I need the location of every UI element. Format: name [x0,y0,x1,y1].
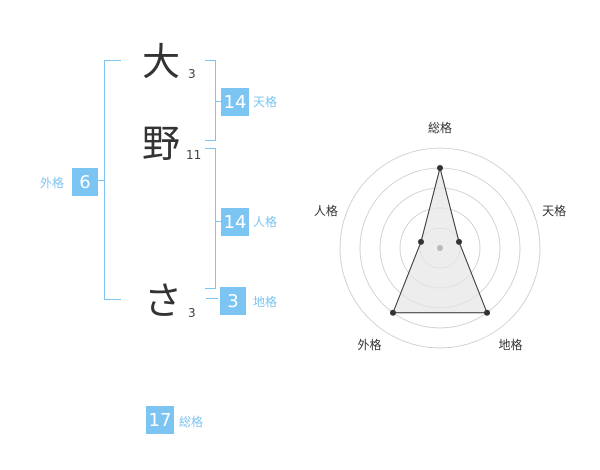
radar-ring [339,147,541,349]
tenkaku-value: 14 [221,88,249,116]
tenkaku-bracket [205,60,216,141]
name-char-1: 大 [142,40,181,84]
chikaku-label: 地格 [253,295,278,309]
radar-point-1 [437,165,443,171]
radar-point-5 [417,238,424,245]
jinkaku-label: 人格 [253,215,278,229]
radar-point-4 [389,309,396,316]
gaikaku-label: 外格 [40,176,65,190]
radar-point-3 [484,309,491,316]
chikaku-value: 3 [220,287,246,315]
gaikaku-bracket [104,60,121,300]
radar-axis-label-1: 総格 [428,120,452,135]
soukaku-value: 17 [146,406,174,434]
gaikaku-value: 6 [72,168,98,196]
name-char-2: 野 [142,122,181,166]
radar-axis-label-5: 人格 [314,203,338,218]
radar-axis-label-4: 外格 [357,337,381,352]
jinkaku-bracket [205,148,216,289]
stroke-count-3: 3 [188,306,196,320]
jinkaku-value: 14 [221,208,249,236]
stroke-count-2: 11 [186,148,202,162]
radar-point-2 [456,238,463,245]
jinkaku-bracket-tick [215,221,221,222]
gaikaku-bracket-tick [96,180,104,181]
stroke-count-1: 3 [188,67,196,81]
radar-axis-label-2: 天格 [542,203,566,218]
tenkaku-bracket-tick [215,101,221,102]
radar-center-dot [437,245,443,251]
soukaku-label: 総格 [179,415,204,429]
radar-axis-label-3: 地格 [499,337,523,352]
radar-area [392,167,488,314]
name-char-3: さ [144,279,183,323]
tenkaku-label: 天格 [253,95,278,109]
chikaku-bracket-tick [206,298,218,299]
